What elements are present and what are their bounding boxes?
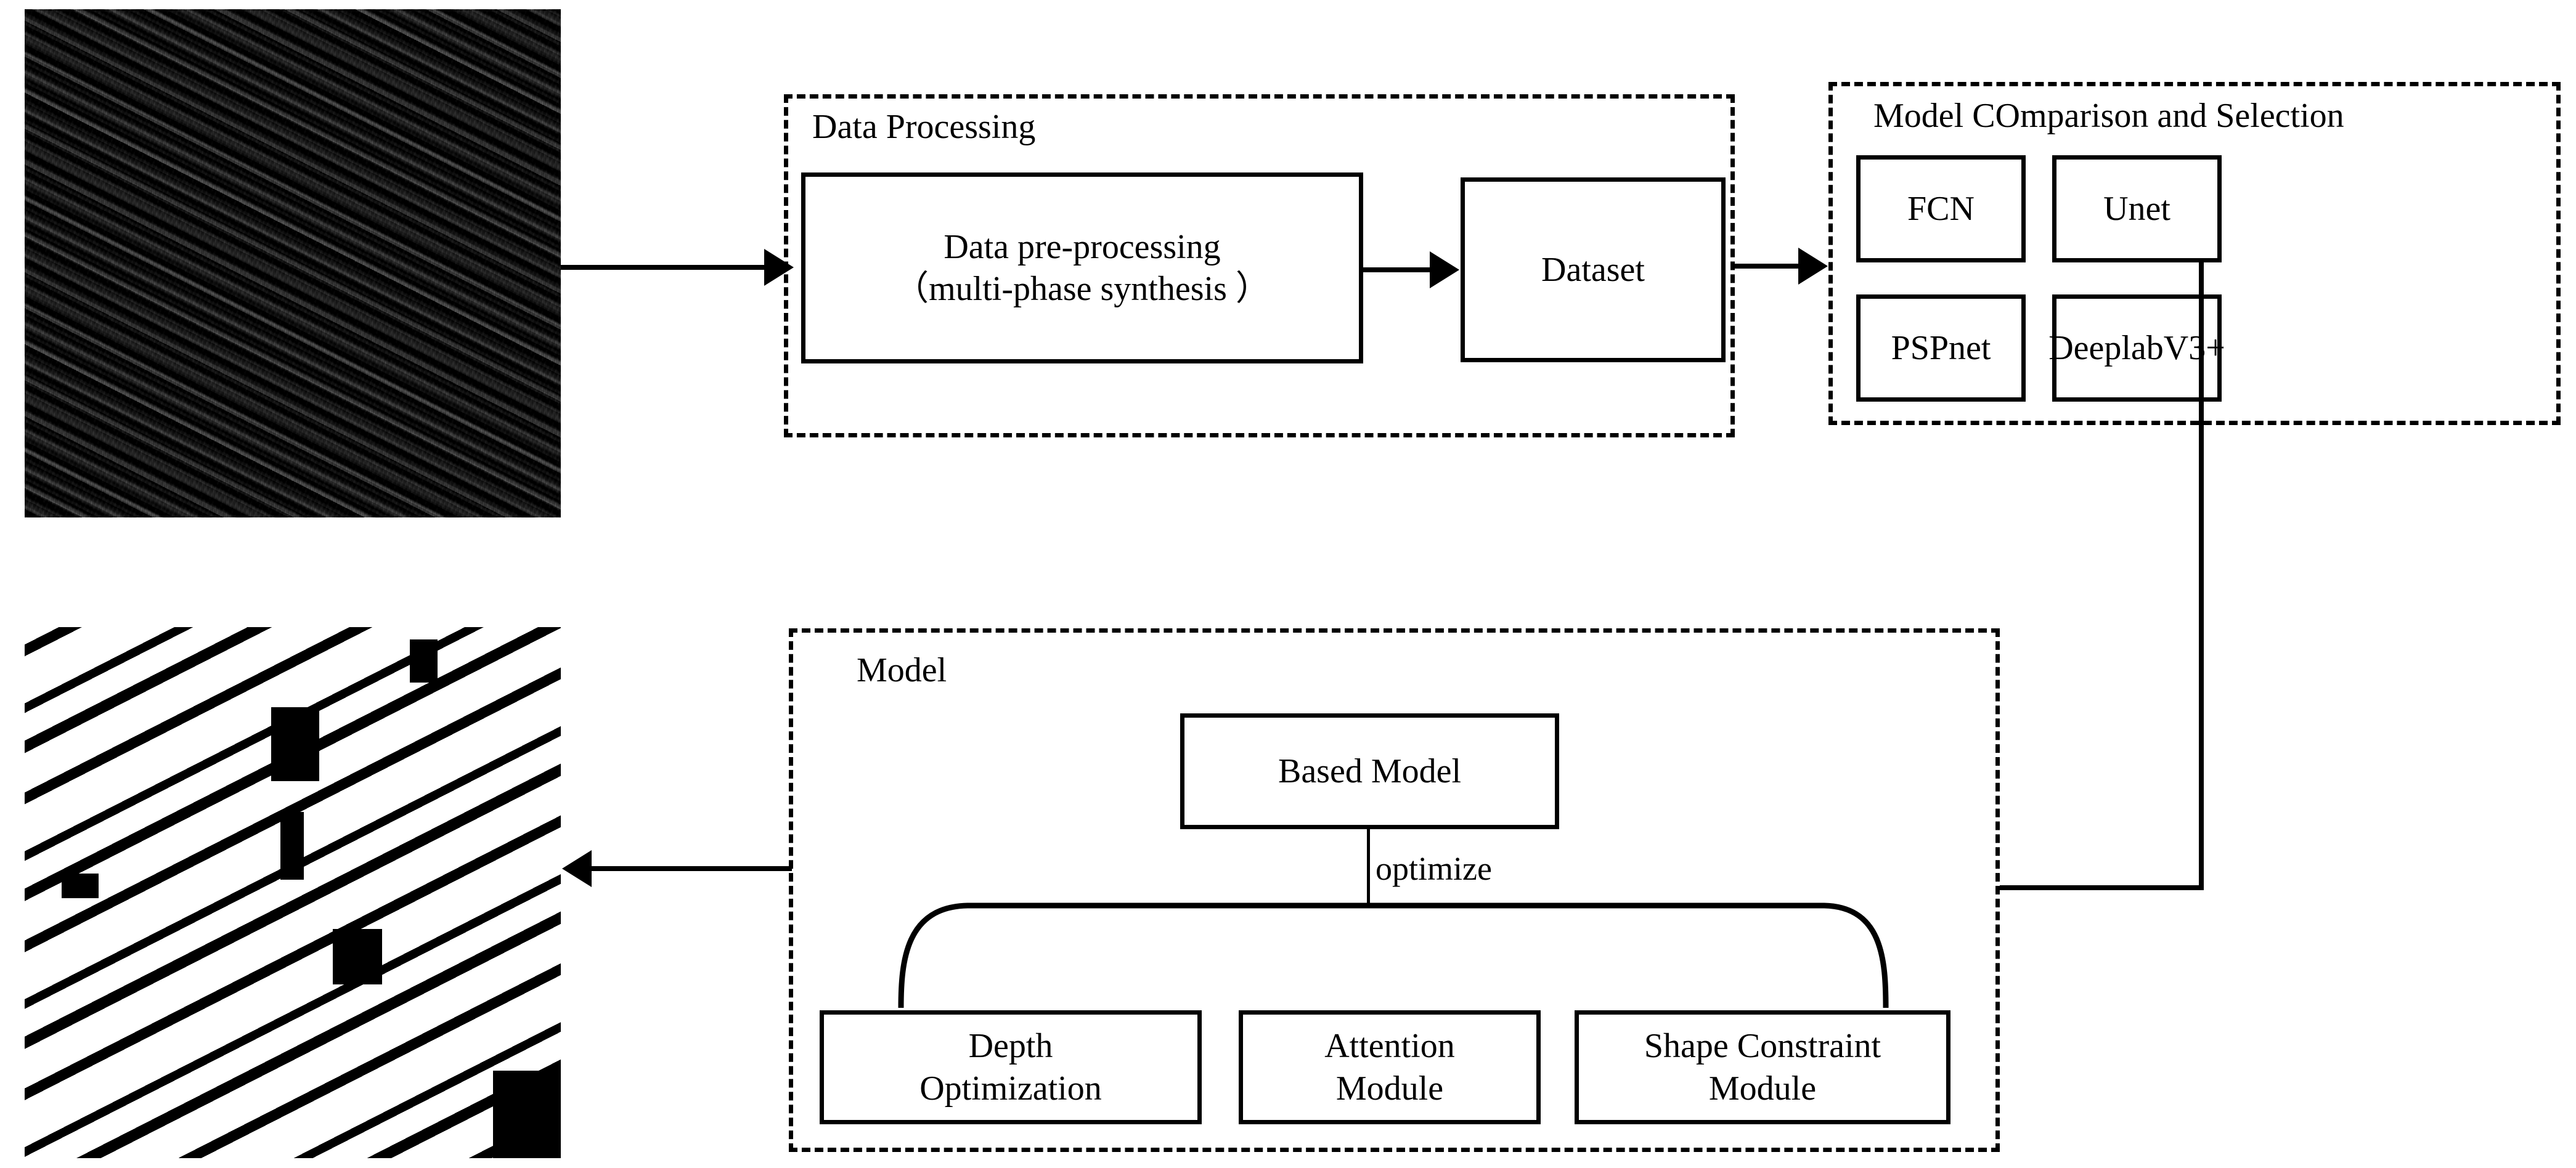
mask-defect-3 xyxy=(333,929,382,984)
module-2-line1: Shape Constraint xyxy=(1644,1027,1881,1066)
box-dataset-label: Dataset xyxy=(1541,250,1645,289)
mask-defect-4 xyxy=(62,874,99,898)
mask-defect-5 xyxy=(493,1071,561,1158)
group-data-processing-title: Data Processing xyxy=(812,108,1036,146)
mask-defect-1 xyxy=(271,707,319,781)
module-2-line2: Module xyxy=(1708,1069,1817,1108)
box-module-depth-optimization-label: Depth Optimization xyxy=(919,1025,1102,1109)
module-1-line2: Module xyxy=(1335,1069,1444,1108)
box-module-attention[interactable]: Attention Module xyxy=(1239,1010,1541,1124)
arrow-preprocess-to-dataset-head xyxy=(1430,251,1459,288)
preprocess-line1: Data pre-processing xyxy=(944,227,1221,266)
box-model-unet-label: Unet xyxy=(2103,189,2170,228)
micrograph-grain xyxy=(25,9,561,517)
sem-micrograph-input xyxy=(25,9,561,517)
box-module-shape-constraint-label: Shape Constraint Module xyxy=(1644,1025,1881,1109)
arrow-model-to-output-head xyxy=(562,850,592,887)
connector-basedmodel-to-bracket xyxy=(1367,829,1370,905)
box-model-deeplabv3plus-label: DeeplabV3+ xyxy=(2048,328,2225,367)
mask-defect-2 xyxy=(280,812,304,880)
arrow-dataprocessing-to-modelcomparison-head xyxy=(1798,248,1828,285)
module-0-line1: Depth xyxy=(968,1027,1053,1066)
group-model xyxy=(789,628,2000,1152)
mask-defect-6 xyxy=(410,639,438,683)
module-0-line2: Optimization xyxy=(919,1069,1102,1108)
box-model-pspnet[interactable]: PSPnet xyxy=(1856,294,2026,402)
group-data-processing xyxy=(784,94,1735,437)
group-model-comparison-title: Model COmparison and Selection xyxy=(1873,97,2344,135)
arrow-input-to-dataprocessing-head xyxy=(764,249,794,286)
micrograph-texture xyxy=(25,9,561,517)
box-module-attention-label: Attention Module xyxy=(1324,1025,1455,1109)
arrow-input-to-dataprocessing-line xyxy=(561,265,764,270)
arrow-model-to-output-line xyxy=(592,866,792,871)
box-module-shape-constraint[interactable]: Shape Constraint Module xyxy=(1575,1010,1950,1124)
arrow-dataprocessing-to-modelcomparison-line xyxy=(1735,264,1800,269)
arrow-preprocess-to-dataset-line xyxy=(1363,267,1431,272)
box-module-depth-optimization[interactable]: Depth Optimization xyxy=(820,1010,1202,1124)
box-data-preprocessing-label: Data pre-processing （multi-phase synthes… xyxy=(894,226,1270,310)
connector-modelcomparison-to-model-horizontal xyxy=(2000,885,2204,890)
box-dataset[interactable]: Dataset xyxy=(1461,177,1726,362)
group-model-title: Model xyxy=(857,651,947,689)
box-model-pspnet-label: PSPnet xyxy=(1891,328,1991,367)
box-based-model-label: Based Model xyxy=(1278,752,1462,790)
box-data-preprocessing[interactable]: Data pre-processing （multi-phase synthes… xyxy=(801,172,1363,363)
preprocess-line2: （multi-phase synthesis ） xyxy=(894,270,1270,308)
bracket-optimize-fanout xyxy=(898,902,1889,1008)
box-model-fcn-label: FCN xyxy=(1907,189,1975,228)
group-model-comparison xyxy=(1828,82,2561,425)
box-based-model[interactable]: Based Model xyxy=(1180,713,1559,829)
edge-label-optimize: optimize xyxy=(1376,850,1492,887)
box-model-unet[interactable]: Unet xyxy=(2052,155,2222,262)
module-1-line1: Attention xyxy=(1324,1027,1455,1066)
connector-modelcomparison-to-model-vertical xyxy=(2199,262,2204,890)
box-model-fcn[interactable]: FCN xyxy=(1856,155,2026,262)
segmentation-mask-output xyxy=(25,627,561,1158)
box-model-deeplabv3plus[interactable]: DeeplabV3+ xyxy=(2048,294,2225,402)
